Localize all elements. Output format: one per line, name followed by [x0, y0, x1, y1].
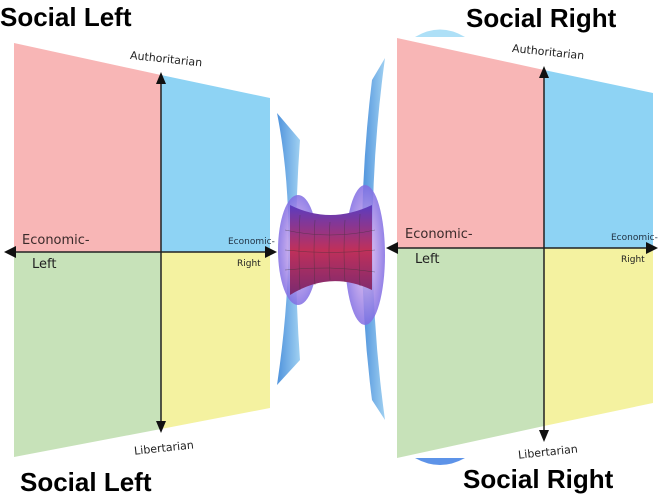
quadrant-auth-right	[161, 75, 270, 252]
axis-label-left-2: Left	[32, 257, 56, 272]
arrow-left-icon	[386, 242, 398, 254]
axis-label-bottom: Libertarian	[134, 438, 195, 457]
axis-label-right-1: Economic-	[228, 237, 275, 247]
quadrant-auth-left	[397, 38, 544, 248]
quadrant-auth-right	[544, 70, 653, 248]
arrow-down-icon	[156, 421, 166, 433]
axis-label-bottom: Libertarian	[518, 442, 579, 461]
axis-label-top: Authoritarian	[129, 49, 202, 70]
wormhole-illustration	[277, 29, 465, 465]
caption-top-right: Social Right	[466, 3, 617, 33]
axis-label-right-1: Economic-	[611, 233, 658, 243]
quadrant-lib-right	[161, 252, 270, 429]
axis-label-top: Authoritarian	[511, 42, 584, 63]
axis-label-left-1: Economic-	[22, 233, 90, 248]
axis-label-right-2: Right	[621, 255, 645, 265]
arrow-up-icon	[539, 66, 549, 78]
caption-bottom-right: Social Right	[463, 464, 614, 494]
quadrant-lib-right	[544, 248, 653, 426]
axis-label-right-2: Right	[237, 259, 261, 269]
arrow-left-icon	[4, 246, 16, 258]
right-political-compass: Authoritarian Libertarian Economic- Left…	[386, 38, 658, 462]
quadrant-lib-left	[397, 248, 544, 458]
quadrant-auth-left	[14, 43, 161, 252]
arrow-up-icon	[156, 72, 166, 84]
arrow-down-icon	[539, 430, 549, 442]
arrow-right-icon	[265, 246, 277, 258]
arrow-right-icon	[646, 242, 658, 254]
caption-bottom-left: Social Left	[20, 467, 152, 497]
left-political-compass: Authoritarian Libertarian Economic- Left…	[4, 43, 277, 458]
quadrant-lib-left	[14, 252, 161, 457]
axis-label-left-2: Left	[415, 252, 439, 267]
caption-top-left: Social Left	[0, 2, 132, 32]
axis-label-left-1: Economic-	[405, 227, 473, 242]
